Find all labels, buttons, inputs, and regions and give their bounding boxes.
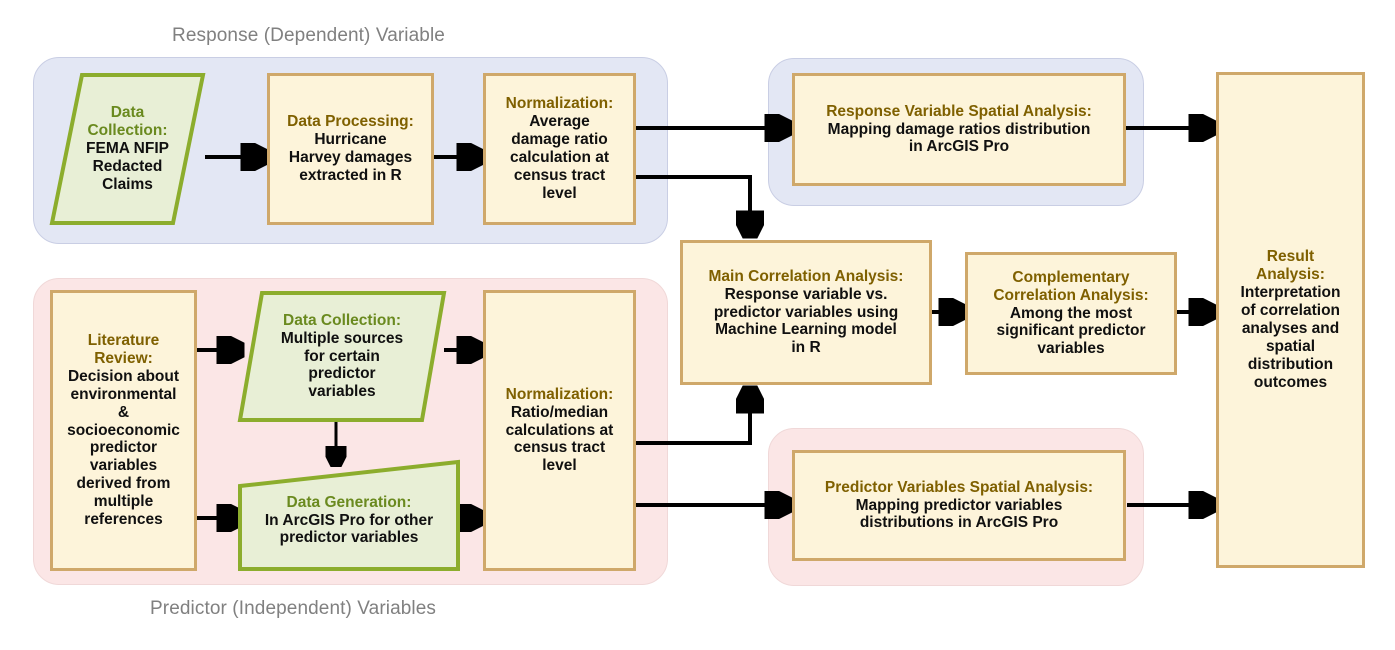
- node-data-processing[interactable]: Data Processing: Hurricane Harvey damage…: [267, 73, 434, 225]
- node-data-generation[interactable]: Data Generation: In ArcGIS Pro for other…: [238, 459, 460, 571]
- node-heading: Normalization:: [505, 385, 614, 403]
- node-heading: Predictor Variables Spatial Analysis:: [824, 478, 1094, 496]
- node-body: Mapping predictor variables distribution…: [855, 496, 1063, 532]
- node-data-collection-response[interactable]: Data Collection: FEMA NFIP Redacted Clai…: [49, 73, 206, 225]
- node-literature-review[interactable]: Literature Review: Decision about enviro…: [50, 290, 197, 571]
- node-heading: Data Processing:: [287, 113, 414, 131]
- node-body: Among the most significant predictor var…: [996, 304, 1146, 358]
- node-response-spatial-analysis[interactable]: Response Variable Spatial Analysis: Mapp…: [792, 73, 1126, 186]
- node-heading: Result Analysis:: [1256, 248, 1325, 284]
- parallelogram-shape: [237, 291, 447, 422]
- caption-predictor-variables: Predictor (Independent) Variables: [150, 598, 436, 619]
- node-main-correlation-analysis[interactable]: Main Correlation Analysis: Response vari…: [680, 240, 932, 385]
- node-data-collection-predictor[interactable]: Data Collection: Multiple sources for ce…: [237, 291, 447, 422]
- node-body: Response variable vs. predictor variable…: [713, 285, 899, 357]
- node-body: Hurricane Harvey damages extracted in R: [288, 131, 413, 184]
- node-body: Decision about environmental & socioecon…: [67, 367, 180, 529]
- node-normalization-response[interactable]: Normalization: Average damage ratio calc…: [483, 73, 636, 225]
- node-normalization-predictor[interactable]: Normalization: Ratio/median calculations…: [483, 290, 636, 571]
- trapezoid-shape: [238, 459, 460, 571]
- node-heading: Normalization:: [505, 95, 614, 113]
- node-body: Average damage ratio calculation at cens…: [509, 113, 610, 202]
- node-result-analysis[interactable]: Result Analysis: Interpretation of corre…: [1216, 72, 1365, 568]
- node-body: Ratio/median calculations at census trac…: [505, 403, 614, 475]
- node-predictor-spatial-analysis[interactable]: Predictor Variables Spatial Analysis: Ma…: [792, 450, 1126, 561]
- node-heading: Complementary Correlation Analysis:: [993, 268, 1149, 304]
- node-heading: Main Correlation Analysis:: [708, 267, 904, 285]
- caption-response-variable: Response (Dependent) Variable: [172, 25, 445, 46]
- node-heading: Response Variable Spatial Analysis:: [826, 102, 1092, 120]
- node-body: Interpretation of correlation analyses a…: [1240, 284, 1341, 391]
- node-body: Mapping damage ratios distribution in Ar…: [827, 120, 1091, 156]
- node-complementary-correlation-analysis[interactable]: Complementary Correlation Analysis: Amon…: [965, 252, 1177, 375]
- node-heading: Literature Review:: [87, 331, 160, 367]
- parallelogram-shape: [49, 73, 206, 225]
